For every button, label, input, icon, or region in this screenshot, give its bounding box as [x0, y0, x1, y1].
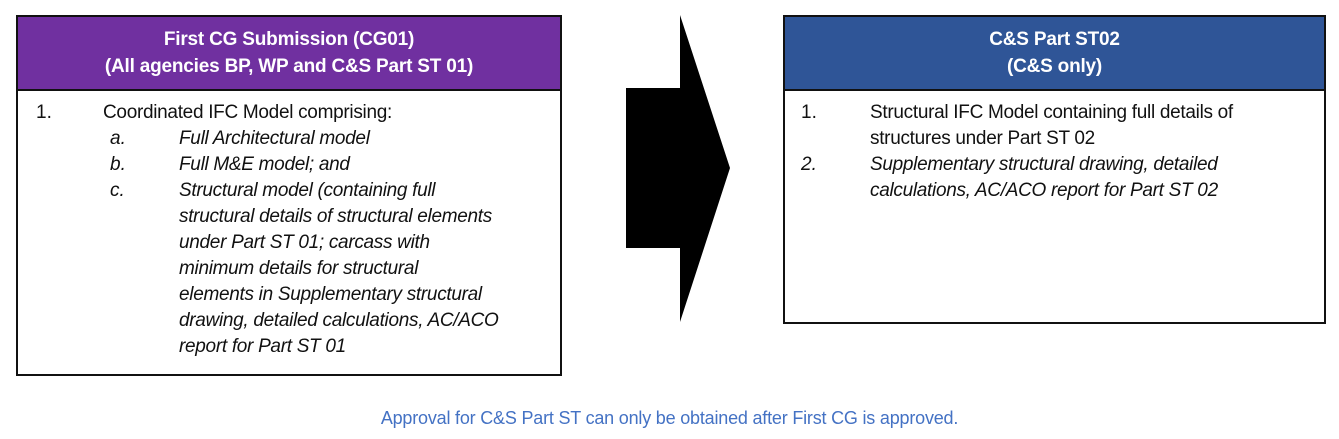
- cs-part-st02-header: C&S Part ST02 (C&S only): [785, 17, 1324, 91]
- first-cg-header: First CG Submission (CG01) (All agencies…: [18, 17, 560, 91]
- text-line: structures under Part ST 02: [870, 128, 1095, 149]
- list-item: 1. Structural IFC Model containing full …: [785, 100, 1324, 152]
- text-line: elements in Supplementary structural: [179, 284, 482, 305]
- sub-list-item: c. Structural model (containing full str…: [18, 178, 560, 360]
- text-line: report for Part ST 01: [179, 336, 346, 357]
- sub-list-item: a. Full Architectural model: [18, 126, 560, 152]
- cs-part-st02-title: C&S Part ST02: [989, 29, 1120, 50]
- list-number: 1.: [36, 102, 52, 123]
- right-arrow-icon: [626, 15, 730, 322]
- sub-list-item: b. Full M&E model; and: [18, 152, 560, 178]
- approval-caption: Approval for C&S Part ST can only be obt…: [380, 408, 959, 428]
- text-line: structural details of structural element…: [179, 206, 492, 227]
- text-line: calculations, AC/ACO report for Part ST …: [870, 180, 1218, 201]
- sub-list-text: Structural model (containing full struct…: [179, 178, 560, 360]
- first-cg-list: 1. Coordinated IFC Model comprising: a. …: [18, 91, 560, 360]
- text-line: drawing, detailed calculations, AC/ACO: [179, 310, 499, 331]
- sub-list-letter: c.: [110, 180, 125, 201]
- text-line: Supplementary structural drawing, detail…: [870, 154, 1218, 175]
- list-text: Structural IFC Model containing full det…: [870, 100, 1324, 152]
- cs-part-st02-list: 1. Structural IFC Model containing full …: [785, 91, 1324, 204]
- first-cg-subtitle: (All agencies BP, WP and C&S Part ST 01): [104, 56, 474, 77]
- list-item: 2. Supplementary structural drawing, det…: [785, 152, 1324, 204]
- text-line: minimum details for structural: [179, 258, 419, 279]
- list-text: Supplementary structural drawing, detail…: [870, 152, 1324, 204]
- cs-part-st02-box: C&S Part ST02 (C&S only) 1. Structural I…: [783, 15, 1326, 324]
- sub-list-text: Full Architectural model: [179, 128, 370, 149]
- list-item: 1. Coordinated IFC Model comprising:: [18, 100, 560, 126]
- text-line: under Part ST 01; carcass with: [179, 232, 430, 253]
- first-cg-submission-box: First CG Submission (CG01) (All agencies…: [16, 15, 562, 376]
- text-line: Structural model (containing full: [179, 180, 436, 201]
- list-number: 2.: [801, 154, 817, 175]
- sub-list-letter: a.: [110, 128, 126, 149]
- sub-list-letter: b.: [110, 154, 126, 175]
- list-text: Coordinated IFC Model comprising:: [103, 102, 392, 123]
- text-line: Structural IFC Model containing full det…: [870, 102, 1233, 123]
- cs-part-st02-subtitle: (C&S only): [1006, 56, 1103, 77]
- sub-list-text: Full M&E model; and: [179, 154, 350, 175]
- list-number: 1.: [801, 102, 817, 123]
- first-cg-title: First CG Submission (CG01): [163, 29, 415, 50]
